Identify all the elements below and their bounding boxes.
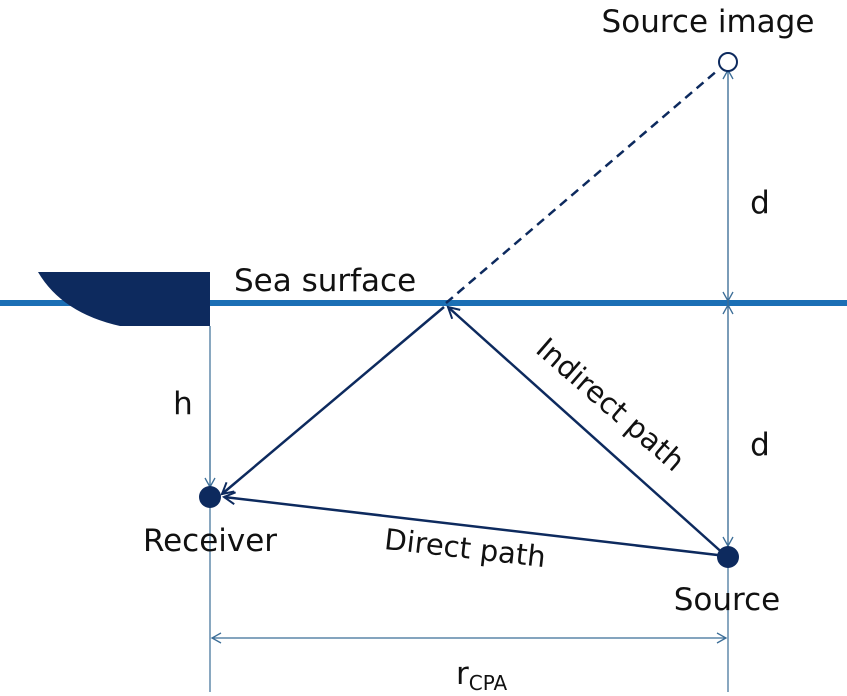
receiver-label: Receiver (143, 523, 277, 559)
source-image-marker (718, 52, 738, 72)
image-dashed-line (445, 69, 719, 304)
r-cpa-subscript: CPA (469, 671, 508, 695)
indirect-path-label: Indirect path (530, 331, 692, 478)
sea-surface-label: Sea surface (234, 263, 416, 299)
r-cpa-main: r (456, 656, 469, 692)
r-cpa-label: rCPA (456, 656, 507, 695)
ship-hull (38, 272, 210, 326)
source-label: Source (674, 582, 780, 618)
indirect-path-down (222, 306, 445, 494)
direct-path-line (224, 497, 727, 558)
source-marker (717, 546, 739, 568)
d-upper-label: d (750, 185, 770, 221)
direct-path-label: Direct path (383, 522, 548, 574)
d-lower-label: d (750, 427, 770, 463)
receiver-marker (199, 486, 221, 508)
source-image-label: Source image (602, 4, 815, 40)
indirect-path-up (448, 307, 727, 557)
h-label: h (173, 386, 193, 422)
